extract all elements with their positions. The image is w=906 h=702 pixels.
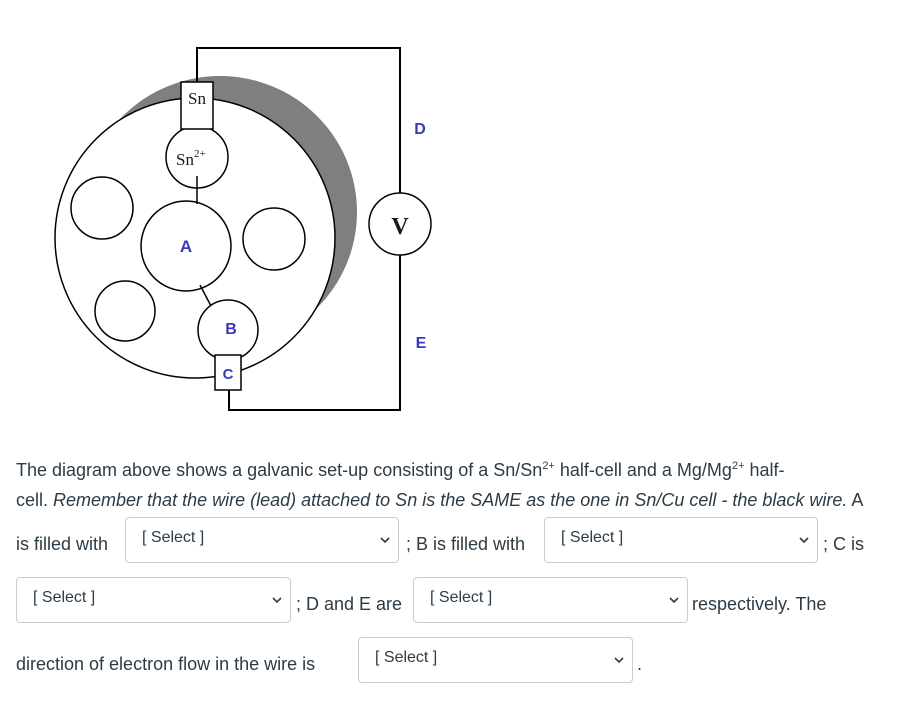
chevron-down-icon	[380, 537, 390, 544]
voltmeter	[368, 192, 432, 256]
select-b[interactable]: [ Select ]	[544, 517, 818, 563]
text-d-and-e-are: ; D and E are	[296, 594, 403, 614]
select-b-value: [ Select ]	[561, 529, 624, 546]
label-c: C	[223, 366, 234, 383]
label-b: B	[225, 321, 237, 338]
line1-sup1: 2+	[542, 460, 555, 472]
chevron-down-icon	[799, 537, 809, 544]
text-b-filled-with: ; B is filled with	[406, 534, 526, 554]
label-a: A	[180, 237, 192, 256]
line1-sup2: 2+	[731, 460, 745, 472]
galvanic-cell-diagram: Sn Sn2+ C A B D E V	[54, 47, 432, 411]
sn-ion-label: Sn2+	[176, 148, 206, 169]
select-a[interactable]: [ Select ]	[125, 517, 399, 563]
well-right	[242, 207, 306, 271]
select-c-value: [ Select ]	[33, 589, 96, 606]
salt-bridge-a-b	[199, 284, 212, 307]
line2-plain: cell.	[16, 490, 54, 510]
select-electron-flow-value: [ Select ]	[375, 649, 438, 666]
label-d: D	[414, 121, 426, 138]
wire-top	[196, 47, 401, 193]
chevron-down-icon	[669, 597, 679, 604]
line1-part1: The diagram above shows a galvanic set-u…	[16, 460, 543, 480]
select-d-e-value: [ Select ]	[430, 589, 493, 606]
text-c-is: ; C is	[823, 534, 865, 554]
well-left-top	[70, 176, 134, 240]
sn-electrode	[180, 81, 214, 130]
select-electron-flow[interactable]: [ Select ]	[358, 637, 633, 683]
line2-italic: Remember that the wire (lead) attached t…	[53, 490, 848, 510]
text-respectively: respectively. The	[692, 594, 827, 614]
select-d-e[interactable]: [ Select ]	[413, 577, 688, 623]
line1-part3: half-	[744, 460, 785, 480]
well-a	[140, 200, 232, 292]
well-left-bottom	[94, 280, 156, 342]
select-c[interactable]: [ Select ]	[16, 577, 291, 623]
text-a-filled-with: is filled with	[16, 534, 109, 554]
question-line-1: The diagram above shows a galvanic set-u…	[16, 455, 785, 485]
line2-tail: A	[847, 490, 864, 510]
label-e: E	[416, 335, 427, 352]
text-electron-flow: direction of electron flow in the wire i…	[16, 654, 316, 674]
wire-bottom	[228, 255, 401, 411]
sn-electrode-label: Sn	[188, 89, 206, 108]
select-a-value: [ Select ]	[142, 529, 205, 546]
electrode-c	[214, 354, 242, 391]
question-line-2: cell. Remember that the wire (lead) atta…	[16, 485, 863, 515]
voltmeter-label: V	[391, 214, 409, 240]
chevron-down-icon	[614, 657, 624, 664]
text-period: .	[637, 654, 643, 674]
line1-part2: half-cell and a Mg/Mg	[554, 460, 732, 480]
chevron-down-icon	[272, 597, 282, 604]
